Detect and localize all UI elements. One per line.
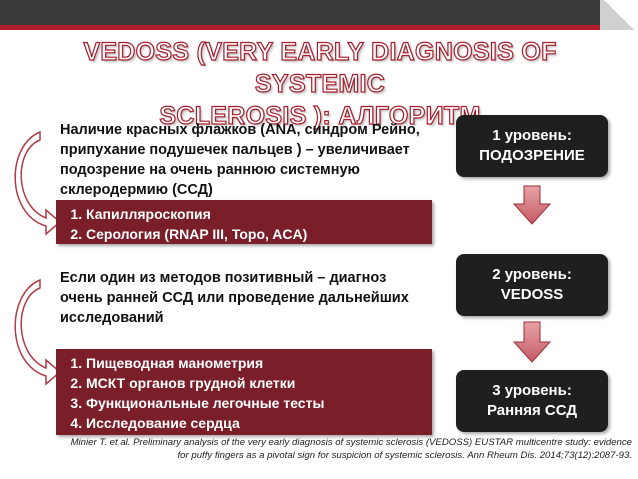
citation-line-1: Minier T. et al. Preliminary analysis of… — [70, 437, 632, 448]
list-item: Серология (RNAP III, Topo, ACA) — [86, 224, 424, 244]
title-line-1: VEDOSS (VERY EARLY DIAGNOSIS OF SYSTEMIC — [83, 37, 557, 98]
citation-line-2: for puffy fingers as a pivotal sign for … — [177, 450, 633, 461]
header-band — [0, 0, 638, 30]
list-item: МСКТ органов грудной клетки — [86, 373, 424, 393]
citation: Minier T. et al. Preliminary analysis of… — [6, 436, 632, 462]
list-item: Функциональные легочные тесты — [86, 393, 424, 413]
title-line-2: SCLEROSIS ): АЛГОРИТМ — [159, 101, 481, 130]
level-2-value: VEDOSS — [500, 286, 564, 303]
curved-arrow-1 — [14, 130, 62, 236]
list-item: Капилляроскопия — [86, 204, 424, 224]
down-arrow-2 — [512, 321, 552, 363]
page-fold-corner — [600, 0, 638, 30]
level-2-label: 2 уровень: — [492, 266, 572, 283]
slide-title: VEDOSS (VERY EARLY DIAGNOSIS OF SYSTEMIC… — [40, 36, 600, 132]
level-1-label: 1 уровень: — [492, 127, 572, 144]
further-investigations-box: Пищеводная манометрия МСКТ органов грудн… — [56, 349, 432, 435]
level-2-box: 2 уровень: VEDOSS — [456, 254, 608, 316]
red-flags-text: Наличие красных флажков (ANA, синдром Ре… — [60, 122, 420, 198]
level-3-box: 3 уровень: Ранняя ССД — [456, 370, 608, 432]
level-1-box: 1 уровень: ПОДОЗРЕНИЕ — [456, 115, 608, 177]
level-1-value: ПОДОЗРЕНИЕ — [479, 147, 585, 164]
list-item: Пищеводная манометрия — [86, 353, 424, 373]
level-3-value: Ранняя ССД — [486, 402, 578, 419]
down-arrow-1 — [512, 185, 552, 225]
header-red-accent — [0, 25, 600, 30]
list-item: Исследование сердца — [86, 413, 424, 433]
curved-arrow-2 — [14, 278, 62, 386]
screening-methods-box: Капилляроскопия Серология (RNAP III, Top… — [56, 200, 432, 244]
positive-method-text: Если один из методов позитивный – диагно… — [60, 270, 409, 326]
level-3-label: 3 уровень: — [492, 382, 572, 399]
